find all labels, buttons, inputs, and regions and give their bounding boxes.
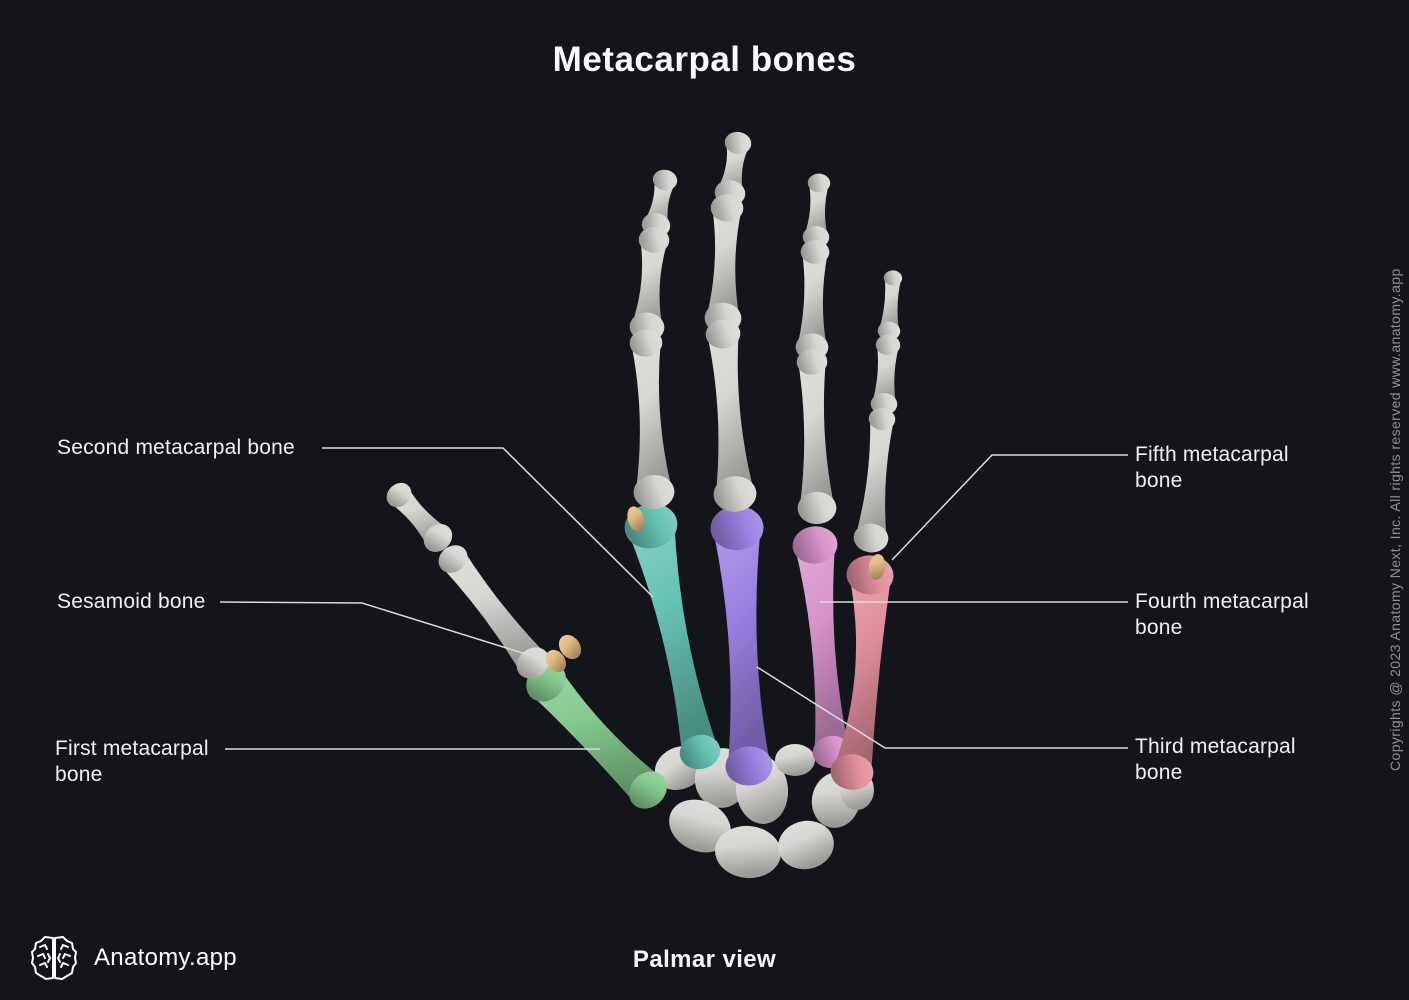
label-first-metacarpal: First metacarpal bone <box>55 737 209 786</box>
brain-icon <box>31 936 77 980</box>
carpal-bone <box>669 799 731 853</box>
third-metacarpal-bone <box>710 505 773 786</box>
little-proximal-phalanx <box>853 407 896 553</box>
copyright-text: Copyrights @ 2023 Anatomy Next, Inc. All… <box>1387 268 1403 772</box>
leader-line-fifth-metacarpal <box>891 454 1128 561</box>
sesamoid-bone <box>868 554 886 580</box>
sesamoid-bone <box>558 634 582 660</box>
label-third-metacarpal: Third metacarpal bone <box>1135 735 1296 784</box>
second-metacarpal-bone <box>624 503 721 770</box>
label-fourth-metacarpal: Fourth metacarpal bone <box>1135 590 1309 639</box>
index-middle-phalanx <box>629 227 670 342</box>
thumb-proximal-phalanx <box>438 545 550 679</box>
index-proximal-phalanx <box>629 329 675 510</box>
sesamoid-bone <box>545 649 567 673</box>
leader-line-third-metacarpal <box>756 666 1128 749</box>
hand-bones <box>386 131 903 879</box>
carpal-bone <box>775 744 815 776</box>
fourth-metacarpal-bone <box>792 526 852 769</box>
ring-middle-phalanx <box>795 240 830 361</box>
middle-distal-phalanx <box>714 131 752 206</box>
fifth-metacarpal-bone <box>830 555 894 790</box>
middle-middle-phalanx <box>704 194 744 334</box>
carpal-bone <box>715 825 781 879</box>
middle-proximal-phalanx <box>705 319 757 512</box>
brand-name: Anatomy.app <box>94 944 237 971</box>
little-distal-phalanx <box>877 270 903 341</box>
sesamoid-bone <box>627 506 645 532</box>
label-sesamoid: Sesamoid bone <box>57 590 206 613</box>
carpal-bone <box>778 820 834 870</box>
leader-line-second-metacarpal <box>322 447 654 598</box>
little-middle-phalanx <box>870 334 901 416</box>
first-metacarpal-bone <box>526 662 667 809</box>
leader-line-sesamoid <box>219 601 546 661</box>
label-second-metacarpal: Second metacarpal bone <box>57 436 295 459</box>
ring-proximal-phalanx <box>796 349 837 525</box>
page-title: Metacarpal bones <box>552 40 857 79</box>
leader-lines <box>219 447 1128 750</box>
thumb-distal-phalanx <box>386 482 453 552</box>
brand: Anatomy.app <box>28 932 237 984</box>
view-label: Palmar view <box>632 946 777 973</box>
ring-distal-phalanx <box>802 173 831 249</box>
label-fifth-metacarpal: Fifth metacarpal bone <box>1135 443 1289 492</box>
